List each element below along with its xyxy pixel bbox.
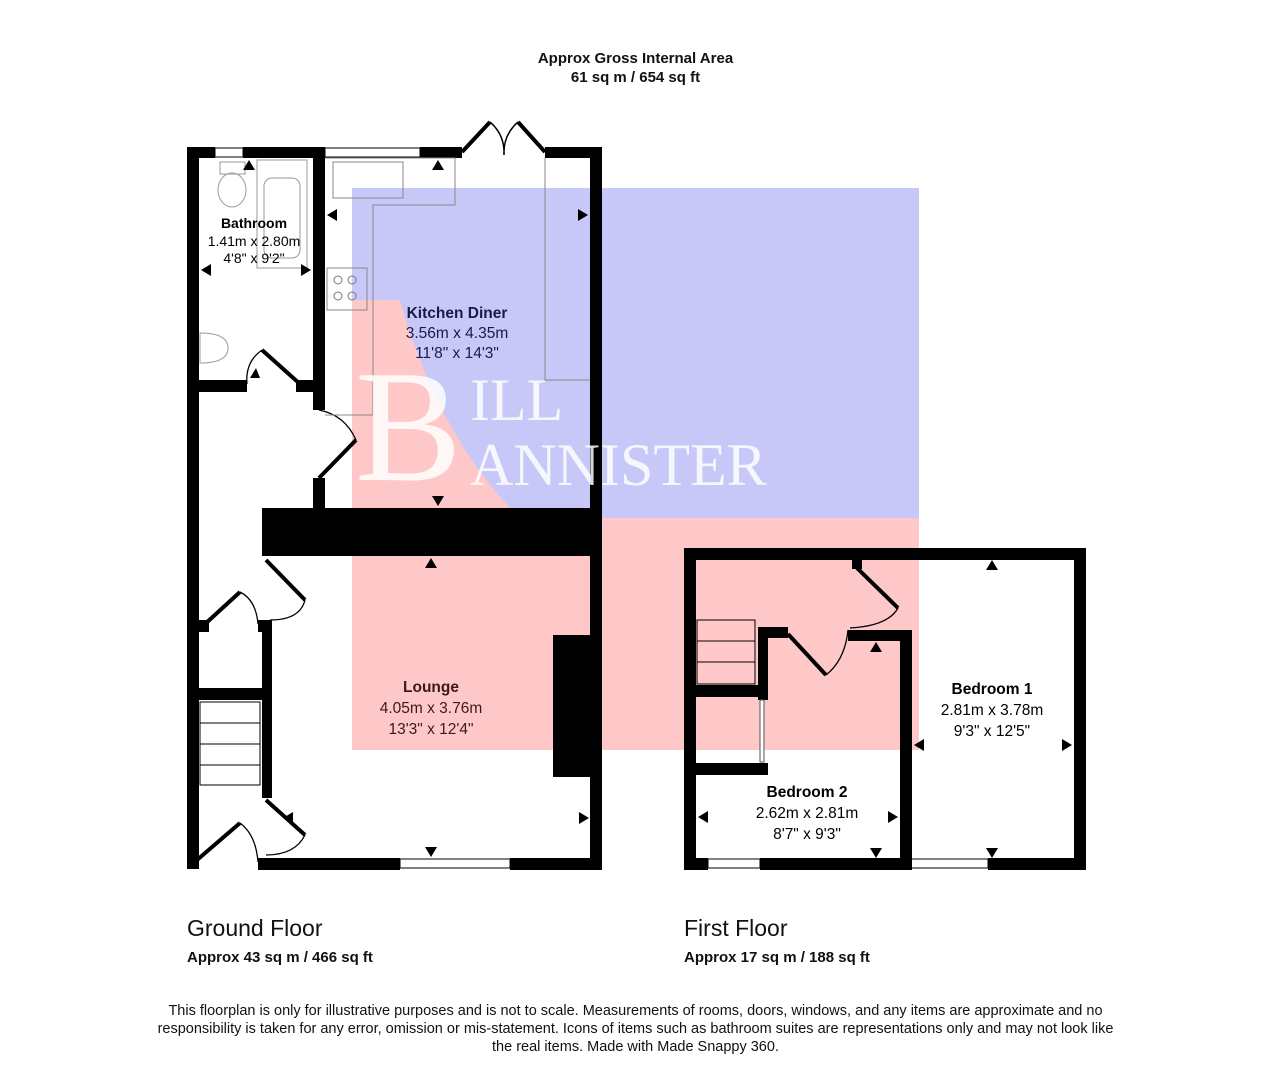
room-name-bedroom2: Bedroom 2 — [767, 784, 848, 801]
room-name-lounge: Lounge — [403, 679, 459, 696]
ground-floor-plan — [187, 120, 602, 870]
room-name-bedroom1: Bedroom 1 — [952, 681, 1033, 698]
svg-text:ANNISTER: ANNISTER — [470, 432, 767, 498]
ground-floor-area: Approx 43 sq m / 466 sq ft — [187, 949, 373, 966]
room-imperial-bathroom: 4'8" x 9'2" — [223, 250, 284, 266]
disclaimer-text: This floorplan is only for illustrative … — [157, 1003, 1114, 1055]
svg-text:ILL: ILL — [470, 367, 563, 433]
watermark-text: B ILL ANNISTER — [355, 337, 767, 515]
gross-area-title: Approx Gross Internal Area — [537, 50, 734, 67]
room-metric-bathroom: 1.41m x 2.80m — [208, 233, 301, 249]
room-imperial-lounge: 13'3" x 12'4" — [388, 721, 473, 738]
room-imperial-bedroom2: 8'7" x 9'3" — [773, 826, 841, 843]
first-floor-area: Approx 17 sq m / 188 sq ft — [684, 949, 870, 966]
svg-text:B: B — [355, 337, 462, 515]
first-floor-plan — [684, 548, 1086, 870]
room-name-kitchen: Kitchen Diner — [407, 305, 508, 322]
ground-floor-title: Ground Floor — [187, 915, 323, 941]
room-metric-bedroom2: 2.62m x 2.81m — [756, 805, 859, 822]
room-metric-lounge: 4.05m x 3.76m — [380, 700, 483, 717]
room-imperial-kitchen: 11'8" x 14'3" — [415, 345, 499, 362]
room-name-bathroom: Bathroom — [221, 215, 287, 231]
room-imperial-bedroom1: 9'3" x 12'5" — [954, 723, 1030, 740]
room-metric-bedroom1: 2.81m x 3.78m — [941, 702, 1044, 719]
gross-area-value: 61 sq m / 654 sq ft — [570, 69, 701, 86]
first-floor-title: First Floor — [684, 915, 788, 941]
room-metric-kitchen: 3.56m x 4.35m — [406, 325, 509, 342]
